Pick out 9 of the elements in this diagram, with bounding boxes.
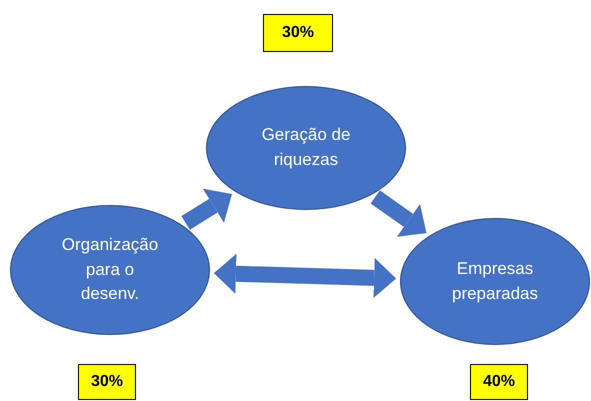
ellipse-node: Empresas preparadas — [400, 218, 590, 345]
ellipse-node: Geração de riquezas — [206, 86, 406, 210]
percentage-tag: 30% — [263, 14, 333, 52]
block-arrow — [181, 188, 232, 230]
block-arrow — [370, 190, 426, 237]
block-arrow — [214, 254, 396, 298]
ellipse-node: Organização para o desenv. — [10, 205, 210, 335]
percentage-tag: 30% — [78, 364, 136, 400]
percentage-tag: 40% — [470, 364, 528, 400]
